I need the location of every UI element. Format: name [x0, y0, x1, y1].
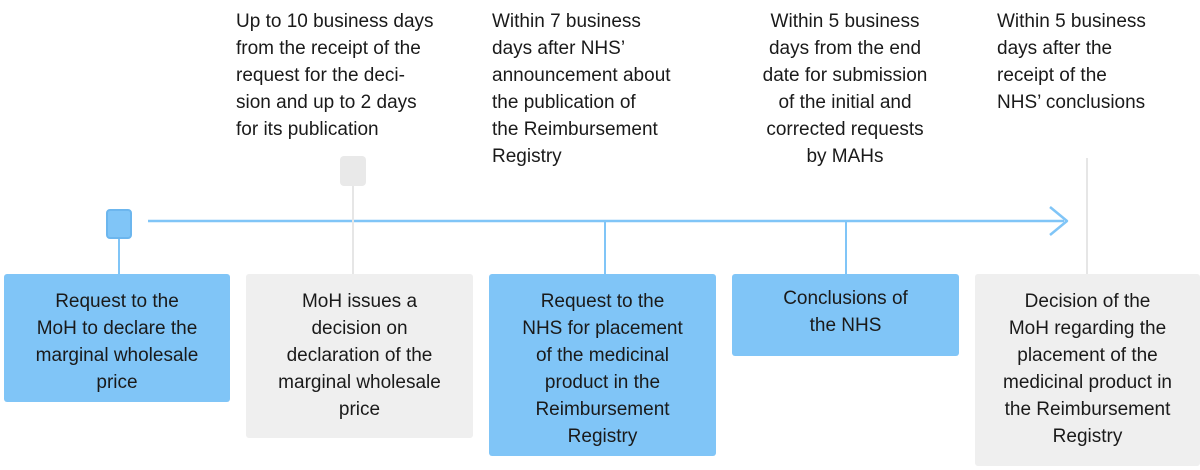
marker-start [106, 209, 132, 239]
step-moh-final-decision: Decision of the MoH regarding the placem… [975, 274, 1200, 466]
connector-moh-final-decision [1086, 158, 1088, 274]
timeline-arrow-head [1049, 206, 1069, 236]
step-request-moh: Request to the MoH to declare the margin… [4, 274, 230, 402]
note-request-timing: Within 7 business days after NHS’ announ… [492, 11, 671, 167]
connector-nhs-conclusions [845, 221, 847, 274]
marker-moh-decision [340, 156, 366, 186]
step-nhs-conclusions: Conclusions of the NHS [732, 274, 959, 356]
step-moh-decision: MoH issues a decision on declaration of … [246, 274, 473, 438]
step-request-nhs: Request to the NHS for placement of the … [489, 274, 716, 456]
note-final-timing: Within 5 business days after the receipt… [997, 11, 1146, 113]
note-conclusions-timing: Within 5 business days from the end date… [762, 11, 928, 167]
connector-moh-decision [352, 186, 354, 276]
note-decision-timing: Up to 10 business days from the receipt … [236, 11, 434, 140]
connector-request-nhs [604, 221, 606, 274]
connector-request-moh [118, 238, 120, 274]
